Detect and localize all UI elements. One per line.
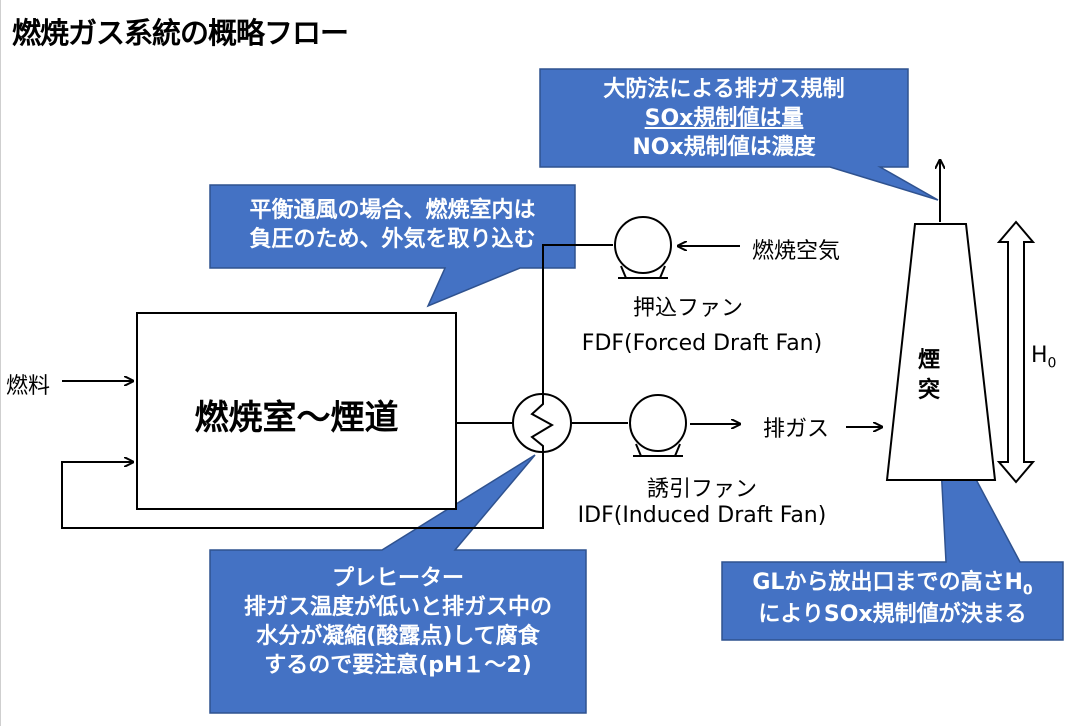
callout-preheater-line4: するので要注意(pH１～2) [264, 653, 532, 679]
callout-regulation-line3: NOx規制値は濃度 [632, 135, 816, 161]
combustion-air-label: 燃焼空気 [752, 239, 841, 264]
callout-draft-line2: 負圧のため、外気を取り込む [249, 227, 536, 253]
exhaust-gas-label: 排ガス [763, 417, 830, 442]
fdf-fan-symbol [614, 216, 672, 279]
air-line-from-fdf [542, 244, 613, 392]
height-label-sub: 0 [1047, 355, 1057, 372]
callout-draft: 平衡通風の場合、燃焼室内は 負圧のため、外気を取り込む [210, 196, 575, 254]
fuel-label: 燃料 [6, 374, 51, 399]
stack-label: 煙 突 [918, 346, 940, 405]
stack-label-line1: 煙 [918, 348, 941, 373]
idf-fan-symbol [629, 394, 687, 457]
height-label: H0 [1031, 343, 1056, 371]
idf-en-label: IDF(Induced Draft Fan) [577, 503, 827, 528]
callout-draft-shape [209, 184, 576, 308]
callout-stack-height-line2: によりSOx規制値が決まる [758, 601, 1027, 627]
fdf-jp-label: 押込ファン [632, 296, 744, 321]
idf-jp-label: 誘引ファン [646, 477, 758, 502]
height-double-arrow [996, 220, 1036, 484]
callout-preheater-shape [209, 454, 587, 714]
callout-regulation: 大防法による排ガス規制 SOx規制値は量 NOx規制値は濃度 [540, 75, 908, 162]
stack-label-line2: 突 [918, 377, 941, 403]
callout-stack-height-line1-main: GLから放出口までの高さH [752, 570, 1023, 595]
callout-regulation-shape [539, 68, 939, 201]
callout-preheater-line2: 排ガス温度が低いと排ガス中の [243, 595, 552, 621]
callout-preheater-line3: 水分が凝縮(酸露点)して腐食 [256, 624, 540, 650]
callout-draft-line1: 平衡通風の場合、燃焼室内は [249, 198, 536, 223]
height-label-main: H [1031, 343, 1048, 368]
combustion-chamber-box: 燃焼室～煙道 [136, 312, 457, 510]
fdf-en-label: FDF(Forced Draft Fan) [581, 331, 823, 356]
recirculation-line [61, 462, 544, 529]
callout-regulation-line2: SOx規制値は量 [644, 106, 804, 132]
callout-preheater: プレヒーター 排ガス温度が低いと排ガス中の 水分が凝縮(酸露点)して腐食 するの… [210, 564, 586, 680]
page-title: 燃焼ガス系統の概略フロー [12, 16, 349, 50]
callout-regulation-line1: 大防法による排ガス規制 [603, 77, 845, 102]
preheater-symbol [512, 392, 572, 455]
callout-stack-height-line1: GLから放出口までの高さH0 [722, 568, 1063, 600]
callout-stack-height: GLから放出口までの高さH0 によりSOx規制値が決まる [722, 568, 1063, 629]
callout-stack-height-shape [721, 407, 1064, 641]
stack-shape [885, 223, 997, 481]
callout-stack-height-line1-sub: 0 [1022, 582, 1033, 599]
combustion-chamber-label: 燃焼室～煙道 [194, 398, 399, 438]
callout-preheater-line1: プレヒーター [331, 566, 464, 591]
